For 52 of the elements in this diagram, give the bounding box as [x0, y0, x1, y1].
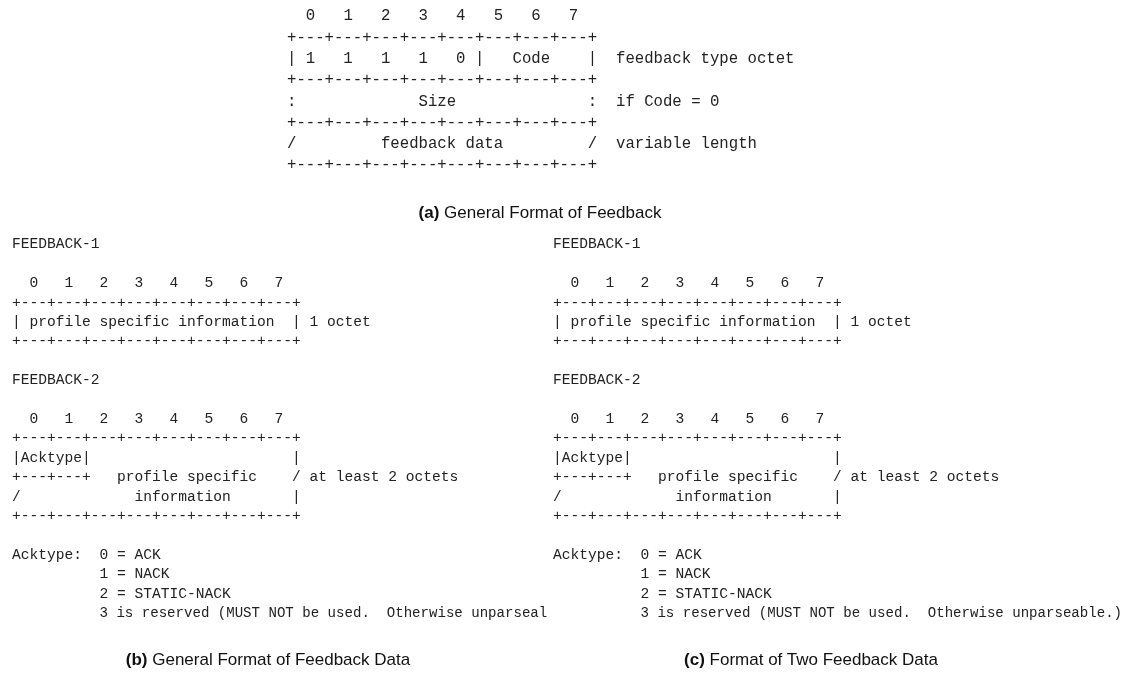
packet-field-row: +---+---+ profile specific / — [12, 468, 301, 488]
ascii-border-line: +---+---+---+---+---+---+---+---+ — [12, 506, 301, 526]
bit-number-row: 0 1 2 3 4 5 6 7 — [305, 6, 579, 28]
packet-field-row-text: | profile specific information | — [12, 312, 301, 332]
bit-number-row-text: 0 1 2 3 4 5 6 7 — [29, 409, 284, 429]
field-note: if Code = 0 — [616, 91, 720, 113]
ascii-border-line: +---+---+---+---+---+---+---+---+ — [287, 70, 598, 92]
ascii-border-line: +---+---+---+---+---+---+---+---+ — [287, 112, 598, 134]
definition-text: 1 = NACK — [99, 565, 170, 585]
figure-caption: (c) Format of Two Feedback Data — [684, 650, 938, 670]
definition-text: 2 = STATIC-NACK — [640, 584, 772, 604]
bit-number-row: 0 1 2 3 4 5 6 7 — [29, 274, 284, 294]
packet-field-row: : Size : — [287, 91, 598, 113]
field-note: at least 2 octets — [309, 468, 459, 488]
definition-text: 0 = ACK — [99, 545, 161, 565]
format-heading: FEEDBACK-1 — [12, 235, 100, 255]
ascii-border-line: +---+---+---+---+---+---+---+---+ — [12, 293, 301, 313]
packet-field-row: / information | — [12, 487, 301, 507]
definition-text: 0 = ACK — [640, 545, 702, 565]
ascii-border-line: +---+---+---+---+---+---+---+---+ — [12, 332, 301, 352]
packet-field-row: / information | — [553, 487, 842, 507]
field-note: feedback type octet — [616, 48, 795, 70]
definition-text: 3 is reserved (MUST NOT be used. Otherwise unparseable.) — [640, 603, 1123, 623]
ascii-border-line: +---+---+---+---+---+---+---+---+ — [553, 332, 842, 352]
format-heading: FEEDBACK-1 — [553, 235, 641, 255]
definition-term: Acktype: — [553, 545, 623, 565]
figure-caption: (b) General Format of Feedback Data — [125, 650, 411, 670]
ascii-border-line: +---+---+---+---+---+---+---+---+ — [553, 506, 842, 526]
format-heading: FEEDBACK-2 — [553, 371, 641, 391]
format-heading: FEEDBACK-2 — [12, 371, 100, 391]
definition-term: Acktype: — [12, 545, 82, 565]
field-note: at least 2 octets — [850, 468, 1000, 488]
figure-caption: (a) General Format of Feedback — [418, 203, 662, 223]
bit-number-row-text: 0 1 2 3 4 5 6 7 — [570, 409, 825, 429]
definition-text: 1 = NACK — [640, 565, 711, 585]
definition-text: 3 is reserved (MUST NOT be used. Otherwise unparseal — [99, 603, 548, 623]
packet-field-row: / feedback data / — [287, 134, 598, 156]
field-note: variable length — [616, 134, 757, 156]
ascii-border-line: +---+---+---+---+---+---+---+---+ — [287, 27, 598, 49]
packet-field-row: +---+---+ profile specific / — [553, 468, 842, 488]
ascii-border-line: +---+---+---+---+---+---+---+---+ — [12, 429, 301, 449]
ascii-border-line: +---+---+---+---+---+---+---+---+ — [553, 293, 842, 313]
ascii-border-line: +---+---+---+---+---+---+---+---+ — [287, 155, 598, 177]
field-note: 1 octet — [850, 312, 912, 332]
packet-field-row-text: | 1 1 1 1 0 | Code | — [287, 48, 598, 70]
ascii-border-line: +---+---+---+---+---+---+---+---+ — [553, 429, 842, 449]
packet-field-row-text: |Acktype| | — [553, 448, 842, 468]
definition-text: 2 = STATIC-NACK — [99, 584, 231, 604]
packet-field-row-text: | profile specific information | — [553, 312, 842, 332]
packet-field-row-text: |Acktype| | — [12, 448, 301, 468]
field-note: 1 octet — [309, 312, 371, 332]
bit-number-row: 0 1 2 3 4 5 6 7 — [570, 274, 825, 294]
